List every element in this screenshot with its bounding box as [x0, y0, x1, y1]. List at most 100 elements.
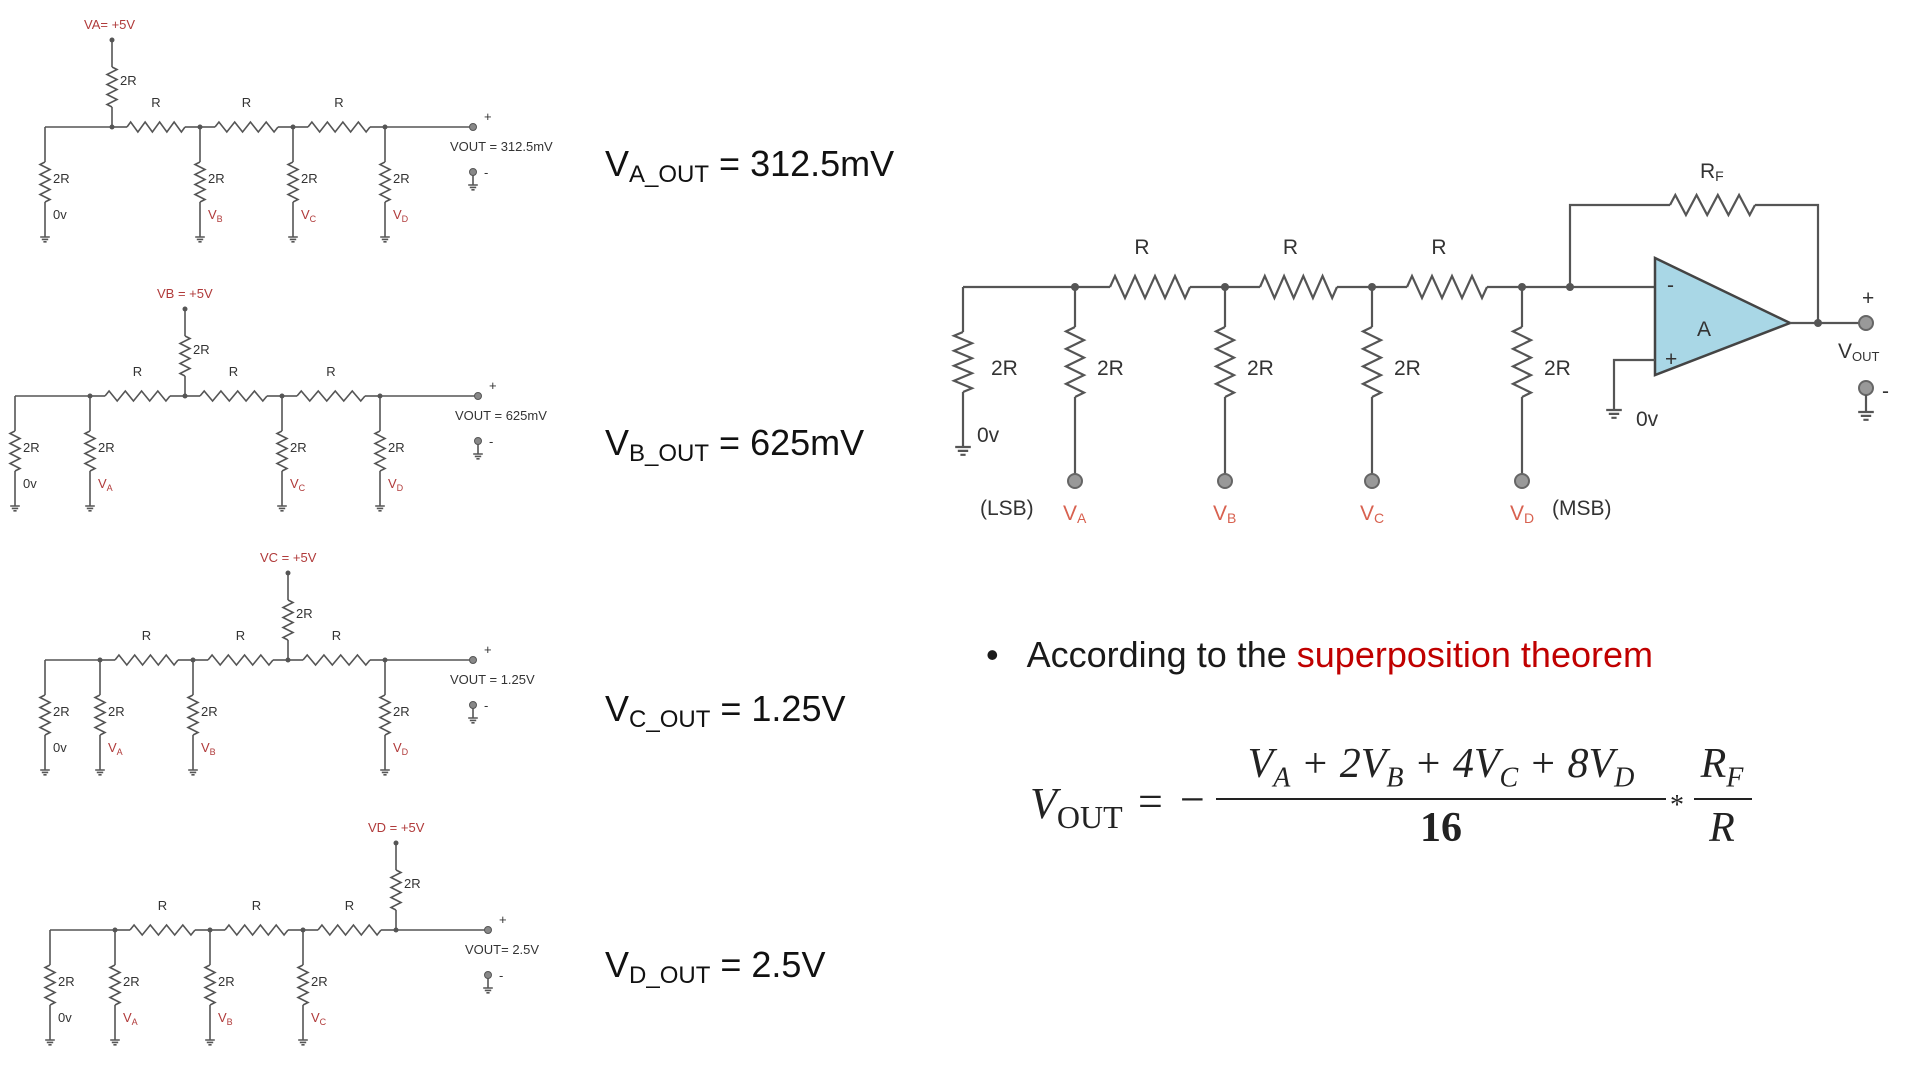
label-2r: 2R	[53, 704, 70, 719]
ground-lines	[277, 505, 287, 512]
resistor-2r	[296, 964, 310, 1006]
resistor-rf	[1669, 192, 1756, 218]
label-r: R	[334, 95, 343, 110]
ground-icon	[10, 505, 20, 512]
plus-sign: +	[489, 378, 497, 393]
vout-label: VOUT = 625mV	[455, 408, 547, 423]
resistor-r	[302, 653, 371, 667]
ground-lines	[298, 1039, 308, 1046]
label-0v: 0v	[53, 207, 67, 222]
ground-lines	[468, 184, 478, 191]
resistor-r	[224, 923, 289, 937]
label-r: R	[133, 364, 142, 379]
label-2r: 2R	[123, 974, 140, 989]
label-2r: 2R	[393, 171, 410, 186]
formula-minus: −	[1180, 775, 1205, 824]
plus-sign: +	[484, 642, 492, 657]
ground-lines	[85, 505, 95, 512]
vout-label: VOUT = 1.25V	[450, 672, 535, 687]
bullet-icon: •	[986, 634, 999, 675]
label-2r: 2R	[98, 440, 115, 455]
resistor-2r	[93, 694, 107, 736]
ground-lines	[40, 769, 50, 776]
resistor-r	[296, 389, 366, 403]
resistor-r	[307, 120, 371, 134]
label-2r: 2R	[1247, 357, 1274, 380]
result-a: VA_OUT = 312.5mV	[605, 143, 895, 188]
resistor-r	[129, 923, 196, 937]
resistor-2r	[38, 161, 52, 203]
resistor-2r	[38, 694, 52, 736]
label-2r: 2R	[120, 73, 137, 88]
ground-icon	[955, 445, 971, 456]
resistor-2r	[1213, 326, 1237, 398]
bullet-text: According to the	[1026, 634, 1297, 675]
output-terminal-icon	[469, 656, 477, 664]
ground-icon	[95, 769, 105, 776]
node-dot	[1814, 319, 1822, 327]
input-label: VD	[393, 740, 409, 757]
ground-icon	[468, 184, 478, 191]
label-2r: 2R	[301, 171, 318, 186]
label-2r: 2R	[208, 171, 225, 186]
minus-sign: -	[499, 968, 503, 983]
ground-icon	[195, 236, 205, 243]
ground-lines	[288, 236, 298, 243]
label-r: R	[1134, 236, 1149, 259]
ground-icon	[298, 1039, 308, 1046]
opamp-plus: +	[1665, 348, 1677, 371]
formula-lhs: VOUT	[1030, 779, 1123, 835]
source-label: VD = +5V	[368, 820, 425, 835]
input-terminal-icon	[1514, 473, 1530, 489]
formula-ratio-denominator: R	[1709, 805, 1735, 851]
ground-icon	[45, 1039, 55, 1046]
input-label: VB	[201, 740, 216, 757]
input-label-VC: VC	[1360, 502, 1384, 526]
label-2r: 2R	[404, 876, 421, 891]
small-circuit-1	[8, 306, 482, 506]
output-terminal-icon	[474, 392, 482, 400]
label-2r: 2R	[193, 342, 210, 357]
vout-label: VOUT= 2.5V	[465, 942, 539, 957]
label-r: R	[158, 898, 167, 913]
output-terminal-icon	[474, 437, 482, 445]
formula-ratio-numerator: RF	[1700, 741, 1744, 794]
source-label: VC = +5V	[260, 550, 317, 565]
minus-sign: -	[484, 165, 488, 180]
input-label: VB	[218, 1010, 233, 1027]
label-2r: 2R	[53, 171, 70, 186]
resistor-2r	[1510, 326, 1534, 398]
opamp-icon	[1653, 256, 1794, 377]
result-d: VD_OUT = 2.5V	[605, 944, 826, 989]
resistor-2r	[275, 430, 289, 472]
ground-icon	[380, 236, 390, 243]
ground-lines	[45, 1039, 55, 1046]
resistor-2r	[43, 964, 57, 1006]
resistor-2r	[389, 869, 403, 911]
input-label: VC	[311, 1010, 327, 1027]
resistor-2r	[378, 161, 392, 203]
label-r: R	[1283, 236, 1298, 259]
resistor-r	[207, 653, 274, 667]
ground-icon	[205, 1039, 215, 1046]
label-0v: 0v	[1636, 408, 1659, 431]
resistor-r	[1108, 273, 1192, 301]
input-label-VB: VB	[1213, 502, 1236, 526]
wire	[1568, 203, 1670, 287]
resistor-2r	[203, 964, 217, 1006]
small-circuit-2	[38, 570, 477, 770]
resistor-r	[317, 923, 382, 937]
input-label-VD: VD	[1510, 502, 1534, 526]
input-label: VB	[208, 207, 223, 224]
resistor-r	[214, 120, 279, 134]
label-2r: 2R	[393, 704, 410, 719]
ground-lines	[195, 236, 205, 243]
ground-icon	[1858, 410, 1874, 421]
plus-sign: +	[1862, 287, 1874, 310]
resistor-2r	[178, 335, 192, 377]
bullet-superposition: •According to the superposition theorem	[986, 634, 1653, 676]
ground-icon	[188, 769, 198, 776]
label-2r: 2R	[218, 974, 235, 989]
ground-lines	[205, 1039, 215, 1046]
vout-label: VOUT = 312.5mV	[450, 139, 553, 154]
